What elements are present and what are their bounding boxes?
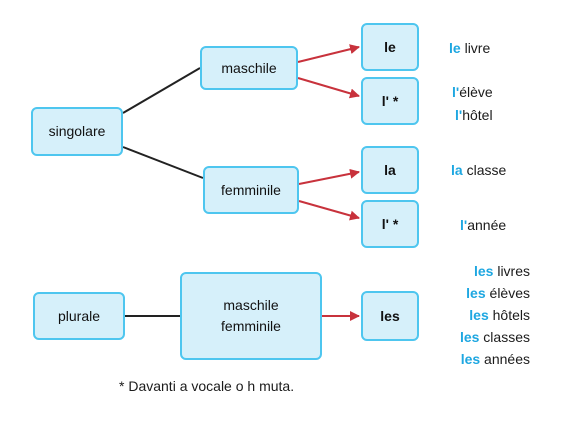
example-word: élève xyxy=(459,84,493,100)
node-article-les-label: les xyxy=(380,307,400,324)
example-word: années xyxy=(480,351,530,367)
example-la-classe: la classe xyxy=(451,161,506,179)
example-article: les xyxy=(459,329,480,345)
example-l-eleve: l'élève xyxy=(452,83,493,101)
example-article: le xyxy=(449,40,461,56)
example-les-classes: les classes xyxy=(446,326,530,348)
node-femminile: femminile xyxy=(203,166,299,214)
line-singolare-femminile xyxy=(122,146,204,179)
node-maschile-label: maschile xyxy=(221,59,277,76)
example-article: l' xyxy=(452,84,460,100)
example-article: les xyxy=(469,307,489,323)
example-article: les xyxy=(466,285,486,301)
example-word: classe xyxy=(462,162,507,178)
node-article-la: la xyxy=(361,146,419,194)
example-le-livre: le livre xyxy=(449,39,490,57)
arrow-maschile-le xyxy=(297,44,360,63)
example-l-annee: l'année xyxy=(460,216,506,234)
example-article: l' xyxy=(455,107,463,123)
example-word: hôtels xyxy=(488,307,530,323)
node-plurale-label: plurale xyxy=(57,307,101,324)
example-article: les xyxy=(460,351,481,367)
example-article: l' xyxy=(460,217,468,233)
example-word: livres xyxy=(493,263,530,279)
node-maschile-femminile: maschile femminile xyxy=(180,272,322,360)
node-article-les: les xyxy=(361,291,419,341)
example-word: élèves xyxy=(485,285,530,301)
arrow-femminile-la xyxy=(298,168,360,185)
node-article-la-label: la xyxy=(384,161,396,178)
example-article: les xyxy=(473,263,494,279)
example-word: année xyxy=(467,217,507,233)
node-article-l-fem: l' * xyxy=(361,200,419,248)
node-article-le: le xyxy=(361,23,419,71)
node-article-l-masc-label: l' * xyxy=(381,92,399,109)
node-maschile-femminile-line-2: femminile xyxy=(221,318,281,334)
example-word: hôtel xyxy=(462,107,493,123)
line-singolare-maschile xyxy=(122,67,201,114)
node-femminile-label: femminile xyxy=(221,181,281,198)
node-plurale: plurale xyxy=(33,292,125,340)
example-l-hotel: l'hôtel xyxy=(455,106,493,124)
footnote: * Davanti a vocale o h muta. xyxy=(119,378,295,394)
node-article-le-label: le xyxy=(384,38,396,55)
node-maschile-femminile-line-1: maschile xyxy=(223,297,279,313)
example-les-eleves: les élèves xyxy=(446,282,530,304)
example-les-annees: les années xyxy=(446,348,530,370)
node-singolare-label: singolare xyxy=(48,123,106,139)
arrow-femminile-l xyxy=(298,200,360,221)
example-les-livres: les livres xyxy=(446,260,530,282)
example-word: livre xyxy=(460,40,491,56)
node-maschile: maschile xyxy=(200,46,298,90)
node-singolare: singolare xyxy=(31,107,123,156)
example-word: classes xyxy=(479,329,530,345)
arrow-maschile-l xyxy=(297,77,360,99)
example-article: la xyxy=(451,162,463,178)
example-les-hotels: les hôtels xyxy=(446,304,530,326)
node-article-l-masc: l' * xyxy=(361,77,419,125)
node-article-l-fem-label: l' * xyxy=(381,215,399,232)
examples-les-list: les livres les élèves les hôtels les cla… xyxy=(446,260,530,370)
